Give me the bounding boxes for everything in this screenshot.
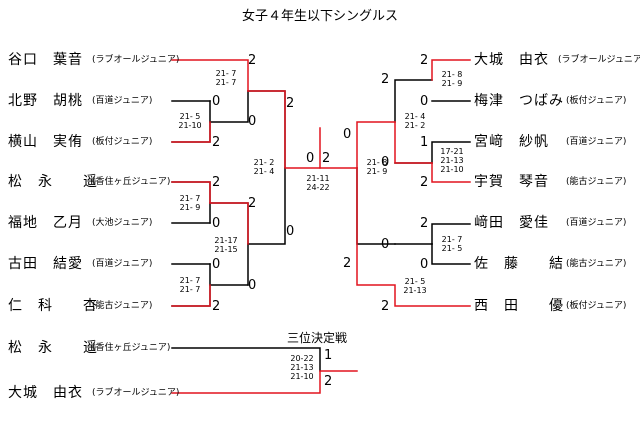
player-right-name: 大城 由衣 <box>474 52 549 68</box>
game-count: 2 <box>420 216 429 231</box>
game-count: 0 <box>286 224 295 239</box>
game-count: 0 <box>212 94 221 109</box>
win-l-sf <box>247 90 321 169</box>
game-count: 2 <box>212 175 221 190</box>
page-title: 女子４年生以下シングルス <box>241 9 398 24</box>
player-right-name: 梅津 つばみ <box>474 93 564 109</box>
game-count: 1 <box>420 135 429 150</box>
third-player-name: 松 永 遥 <box>8 340 98 356</box>
player-right-club: (能古ジュニア) <box>566 177 627 187</box>
game-count: 2 <box>322 151 331 166</box>
line-l-sf2 <box>247 167 286 245</box>
player-right-name: 﨑田 愛佳 <box>474 215 549 231</box>
game-count: 0 <box>343 127 352 142</box>
win-third <box>171 370 358 394</box>
line-l-r2-top <box>209 90 249 123</box>
player-right-club: (ラブオールジュニア) <box>558 55 640 65</box>
line-third-top <box>171 347 321 372</box>
player-left-club: (大池ジュニア) <box>92 218 153 228</box>
player-right-name: 宮﨑 紗帆 <box>474 134 549 150</box>
player-left-club: (香住ヶ丘ジュニア) <box>92 177 171 187</box>
player-left-club: (百道ジュニア) <box>92 259 153 269</box>
game-count: 2 <box>212 135 221 150</box>
player-left-club: (ラブオールジュニア) <box>92 55 180 65</box>
line-r-sakita <box>431 223 471 245</box>
player-left-club: (百道ジュニア) <box>92 96 153 106</box>
game-count: 2 <box>286 96 295 111</box>
game-count: 2 <box>381 72 390 87</box>
game-count: 2 <box>420 53 429 68</box>
game-count: 0 <box>212 216 221 231</box>
player-right-club: (百道ジュニア) <box>566 218 627 228</box>
game-count: 0 <box>212 257 221 272</box>
line-r-sato <box>431 243 471 265</box>
win-r-uga <box>431 162 471 183</box>
win-l-fukuchi2 <box>209 202 249 245</box>
player-left-name: 松 永 遥 <box>8 174 98 190</box>
game-count: 1 <box>324 348 333 363</box>
player-right-name: 佐 藤 結 <box>474 256 564 272</box>
third-player-club: (香住ヶ丘ジュニア) <box>92 343 171 353</box>
line-l-sf <box>247 90 286 169</box>
player-right-name: 西 田 優 <box>474 298 564 314</box>
player-left-name: 北野 胡桃 <box>8 93 83 109</box>
player-left-club: (能古ジュニア) <box>92 301 153 311</box>
game-count: 0 <box>420 257 429 272</box>
win-l-matsunaga <box>171 181 211 204</box>
player-left-name: 谷口 葉音 <box>8 52 83 68</box>
line-r-miyazaki <box>431 141 471 164</box>
player-left-club: (板付ジュニア) <box>92 137 153 147</box>
win-r-oshiro <box>431 59 471 81</box>
game-count: 2 <box>248 196 257 211</box>
player-left-name: 仁 科 杏 <box>8 298 98 314</box>
player-left-name: 福地 乙月 <box>8 215 83 231</box>
game-count: 2 <box>324 374 333 389</box>
third-player-club: (ラブオールジュニア) <box>92 388 180 398</box>
game-count: 0 <box>248 278 257 293</box>
player-right-club: (板付ジュニア) <box>566 301 627 311</box>
win-r-uga2 <box>394 121 433 164</box>
player-right-club: (板付ジュニア) <box>566 96 627 106</box>
line-r-sf <box>356 167 396 245</box>
player-left-name: 古田 結愛 <box>8 256 83 272</box>
game-count: 2 <box>212 299 221 314</box>
game-count: 0 <box>420 94 429 109</box>
game-count: 2 <box>381 299 390 314</box>
third-place-label: 三位決定戦 <box>287 331 348 345</box>
win-l-yokoyama <box>171 121 211 143</box>
line-r-r2-top <box>394 79 433 123</box>
game-count: 0 <box>381 237 390 252</box>
player-left-name: 横山 実侑 <box>8 134 83 150</box>
game-count: 0 <box>381 155 390 170</box>
game-count: 2 <box>248 53 257 68</box>
player-right-name: 宇賀 琴音 <box>474 174 549 190</box>
player-right-club: (能古ジュニア) <box>566 259 627 269</box>
game-count: 2 <box>420 175 429 190</box>
win-r-nishida <box>356 167 471 307</box>
game-count: 0 <box>306 151 315 166</box>
game-count: 2 <box>343 256 352 271</box>
game-count: 0 <box>248 114 257 129</box>
win-r-r2-top <box>356 121 396 169</box>
win-l-taniguchi <box>171 59 249 92</box>
third-player-name: 大城 由衣 <box>8 385 83 401</box>
win-l-nishina <box>171 284 211 307</box>
player-right-club: (百道ジュニア) <box>566 137 627 147</box>
